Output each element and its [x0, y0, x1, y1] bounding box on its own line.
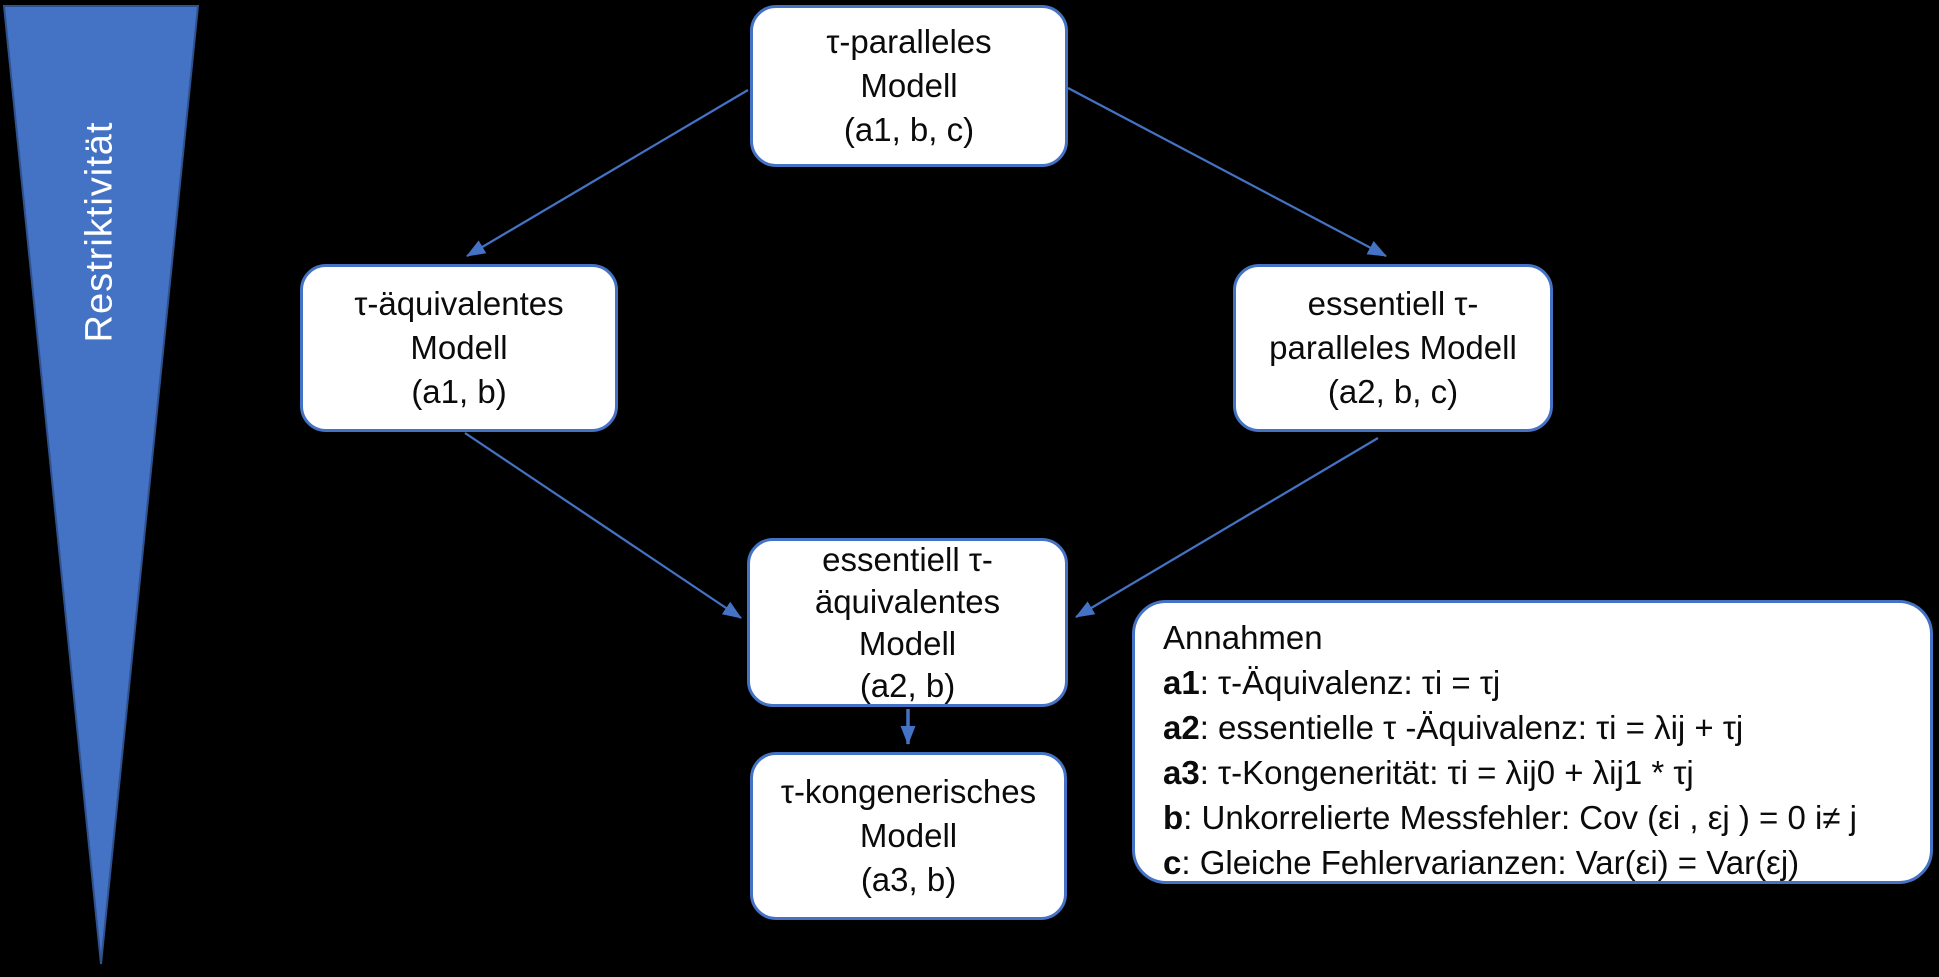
node-line: τ-kongenerisches [780, 773, 1037, 810]
assumption-key: a2 [1163, 709, 1200, 746]
assumption-key: c [1163, 844, 1182, 881]
node-essentially-tau-equivalent-model: essentiell τ- äquivalentes Modell (a2, b… [747, 538, 1068, 707]
assumptions-title: Annahmen [1163, 619, 1323, 656]
node-line: τ-paralleles [826, 23, 992, 60]
assumption-key: a1 [1163, 664, 1200, 701]
assumption-text: : τ-Äquivalenz: τi = τj [1199, 664, 1501, 701]
node-line: essentiell τ- [1307, 285, 1479, 322]
assumption-text: : essentielle τ -Äquivalenz: τi = λij + … [1199, 709, 1744, 746]
assumption-item-a3: a3: τ-Kongenerität: τi = λij0 + λij1 * τ… [1163, 750, 1914, 795]
node-line: Modell [410, 329, 508, 366]
assumptions-legend: Annahmen a1: τ-Äquivalenz: τi = τj a2: e… [1132, 600, 1933, 884]
assumption-key: b [1163, 799, 1184, 836]
node-tau-parallel-model: τ-paralleles Modell (a1, b, c) [750, 5, 1068, 167]
node-tau-equivalent-model: τ-äquivalentes Modell (a1, b) [300, 264, 618, 432]
assumption-key: a3 [1163, 754, 1200, 791]
node-line: (a2, b) [859, 666, 956, 704]
assumption-item-b: b: Unkorrelierte Messfehler: Cov (εi , ε… [1163, 795, 1914, 840]
node-line: Modell [858, 624, 957, 662]
arrow-left-to-middle [464, 432, 742, 619]
node-line: äquivalentes [814, 582, 1001, 620]
node-essentially-tau-parallel-model: essentiell τ- paralleles Modell (a2, b, … [1233, 264, 1553, 432]
node-line: (a3, b) [860, 861, 957, 898]
assumption-item-a2: a2: essentielle τ -Äquivalenz: τi = λij … [1163, 705, 1914, 750]
node-line: Modell [859, 817, 958, 854]
assumption-text: : τ-Kongenerität: τi = λij0 + λij1 * τj [1199, 754, 1694, 791]
node-line: Modell [860, 67, 958, 104]
node-line: (a1, b) [411, 373, 507, 410]
assumption-text: : Unkorrelierte Messfehler: Cov (εi , εj… [1183, 799, 1857, 836]
assumption-text: : Gleiche Fehlervarianzen: Var(εi) = Var… [1181, 844, 1800, 881]
node-line: (a1, b, c) [843, 111, 975, 148]
assumption-item-a1: a1: τ-Äquivalenz: τi = τj [1163, 660, 1914, 705]
assumption-item-c: c: Gleiche Fehlervarianzen: Var(εi) = Va… [1163, 840, 1914, 885]
restrictivity-axis-label: Restriktivität [78, 121, 121, 343]
arrow-right-to-middle [1075, 437, 1379, 618]
node-line: τ-äquivalentes [354, 285, 564, 322]
node-line: (a2, b, c) [1327, 373, 1459, 410]
node-line: essentiell τ- [822, 540, 993, 578]
arrow-top-to-left [466, 89, 749, 257]
node-tau-congeneric-model: τ-kongenerisches Modell (a3, b) [750, 752, 1067, 920]
node-line: paralleles Modell [1269, 329, 1517, 366]
arrow-top-to-right [1067, 87, 1387, 257]
